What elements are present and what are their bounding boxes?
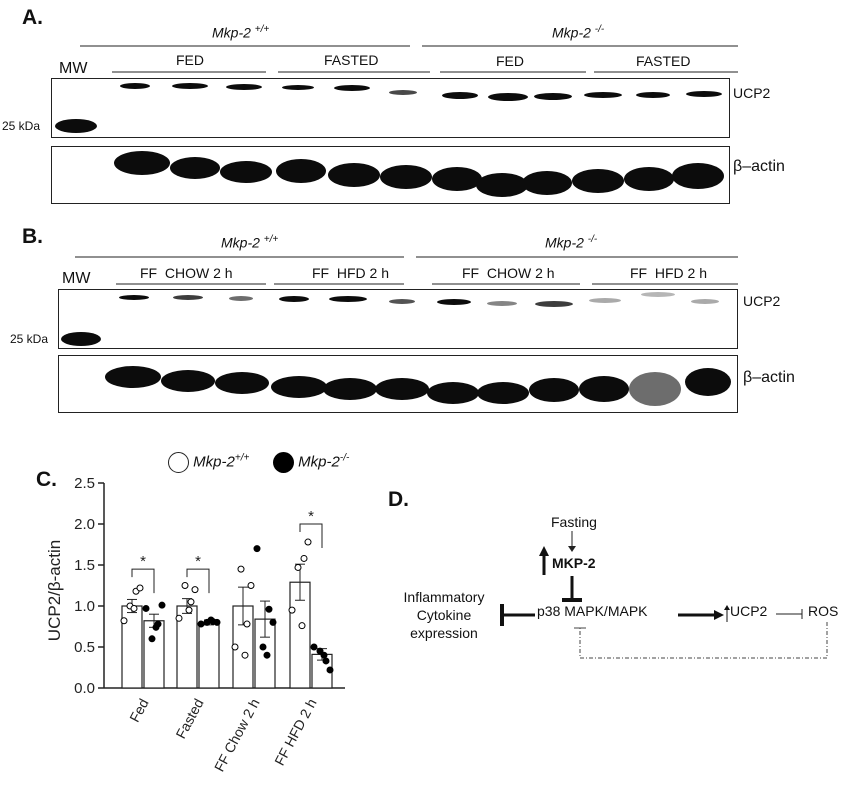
data-point-ko	[310, 643, 318, 651]
data-point-wt	[304, 538, 312, 546]
panel-b-genotype-ko: Mkp-2 -/-	[545, 234, 598, 251]
panel-b-ucp2-label: UCP2	[743, 293, 781, 309]
y-tick-label: 2.5	[74, 475, 95, 492]
bar-ko	[198, 621, 220, 689]
data-point-ko	[259, 643, 267, 651]
data-point-ko	[263, 651, 271, 659]
data-point-wt	[191, 586, 199, 594]
panel-a-cond-2: FASTED	[324, 52, 379, 68]
data-point-wt	[185, 606, 193, 614]
data-point-wt	[130, 604, 138, 612]
panel-b-header-lines	[75, 256, 738, 285]
legend-wt: Mkp-2+/+	[168, 452, 249, 473]
x-category-label: FF HFD 2 h	[271, 696, 319, 768]
data-point-ko	[197, 620, 205, 628]
panel-a-ucp2-label: UCP2	[733, 85, 771, 101]
legend-ko-marker	[273, 452, 294, 473]
panel-b-cond-1: FF CHOW 2 h	[140, 265, 233, 281]
panel-a-actin-blot	[51, 146, 730, 204]
p38-label: p38 MAPK/MAPK	[537, 603, 648, 619]
panel-b-mw-label: MW	[62, 270, 91, 287]
data-point-wt	[187, 598, 195, 606]
data-point-wt	[175, 614, 183, 622]
data-point-wt	[120, 617, 128, 625]
significance-star: *	[195, 553, 201, 570]
bar-ko	[143, 620, 165, 689]
data-point-wt	[181, 582, 189, 589]
panel-a-header-lines	[80, 45, 738, 73]
legend-ko: Mkp-2-/-	[273, 452, 349, 473]
data-point-ko	[142, 604, 150, 612]
panel-a-letter: A.	[22, 6, 43, 29]
panel-b-actin-blot	[58, 355, 738, 413]
data-point-ko	[322, 657, 330, 665]
pathway-diagram	[500, 531, 828, 659]
y-tick-label: 2.0	[74, 516, 95, 533]
data-point-ko	[158, 601, 166, 609]
data-point-ko	[320, 651, 328, 659]
panel-a-cond-3: FED	[496, 53, 524, 69]
data-point-ko	[213, 618, 221, 626]
y-tick-label: 1.5	[74, 557, 95, 574]
panel-a-mw-label: MW	[59, 60, 88, 77]
panel-c-letter: C.	[36, 468, 57, 491]
data-point-wt	[241, 651, 249, 659]
panel-b-letter: B.	[22, 225, 43, 248]
panel-d-letter: D.	[388, 488, 409, 511]
x-category-label: FF Chow 2 h	[211, 696, 263, 774]
panel-a-kda-label: 25 kDa	[2, 119, 41, 133]
significance-bracket	[131, 568, 155, 594]
panel-b-cond-3: FF CHOW 2 h	[462, 265, 555, 281]
data-point-ko	[269, 618, 277, 626]
data-point-wt	[294, 563, 302, 571]
ros-feedback	[579, 622, 828, 659]
ros-label: ROS	[808, 603, 839, 619]
data-point-ko	[316, 647, 324, 655]
y-tick-label: 1.0	[74, 598, 95, 615]
ucp2-label: UCP2	[730, 603, 768, 619]
data-point-wt	[288, 606, 296, 614]
panel-a-ucp2-blot	[51, 78, 730, 138]
data-point-ko	[253, 545, 261, 553]
panel-a-actin-label: β–actin	[733, 158, 785, 175]
significance-star: *	[140, 553, 146, 570]
significance-bracket	[186, 568, 210, 594]
panel-b-cond-2: FF HFD 2 h	[312, 265, 390, 281]
panel-a-genotype-wt: Mkp-2 +/+	[212, 24, 270, 41]
panel-b-cond-4: FF HFD 2 h	[630, 265, 708, 281]
data-point-wt	[298, 622, 306, 630]
data-point-ko	[326, 666, 334, 674]
significance-bracket	[299, 523, 323, 548]
data-point-wt	[136, 584, 144, 592]
data-point-wt	[247, 582, 255, 589]
data-point-ko	[265, 605, 273, 613]
fasting-label: Fasting	[551, 514, 597, 530]
data-point-wt	[231, 643, 239, 651]
data-point-ko	[148, 635, 156, 643]
x-category-label: Fasted	[172, 696, 206, 741]
panel-b-actin-label: β–actin	[743, 369, 795, 386]
data-point-wt	[237, 565, 245, 573]
data-point-ko	[152, 623, 160, 631]
panel-b-kda-label: 25 kDa	[10, 332, 49, 346]
y-tick-label: 0.0	[74, 680, 95, 697]
y-tick-label: 0.5	[74, 639, 95, 656]
panel-b-genotype-wt: Mkp-2 +/+	[221, 234, 279, 251]
y-axis-label: UCP2/β-actin	[45, 540, 64, 641]
data-point-ko	[207, 616, 215, 624]
panel-a-cond-1: FED	[176, 52, 204, 68]
mkp2-label: MKP-2	[552, 555, 596, 571]
panel-a-genotype-ko: Mkp-2 -/-	[552, 24, 605, 41]
inflammatory-label: Inflammatory Cytokine expression	[403, 589, 485, 641]
data-point-wt	[300, 554, 308, 562]
data-point-wt	[243, 620, 251, 628]
panel-a-cond-4: FASTED	[636, 53, 691, 69]
significance-star: *	[308, 508, 314, 525]
x-category-label: Fed	[126, 696, 151, 725]
panel-b-ucp2-blot	[58, 289, 738, 349]
